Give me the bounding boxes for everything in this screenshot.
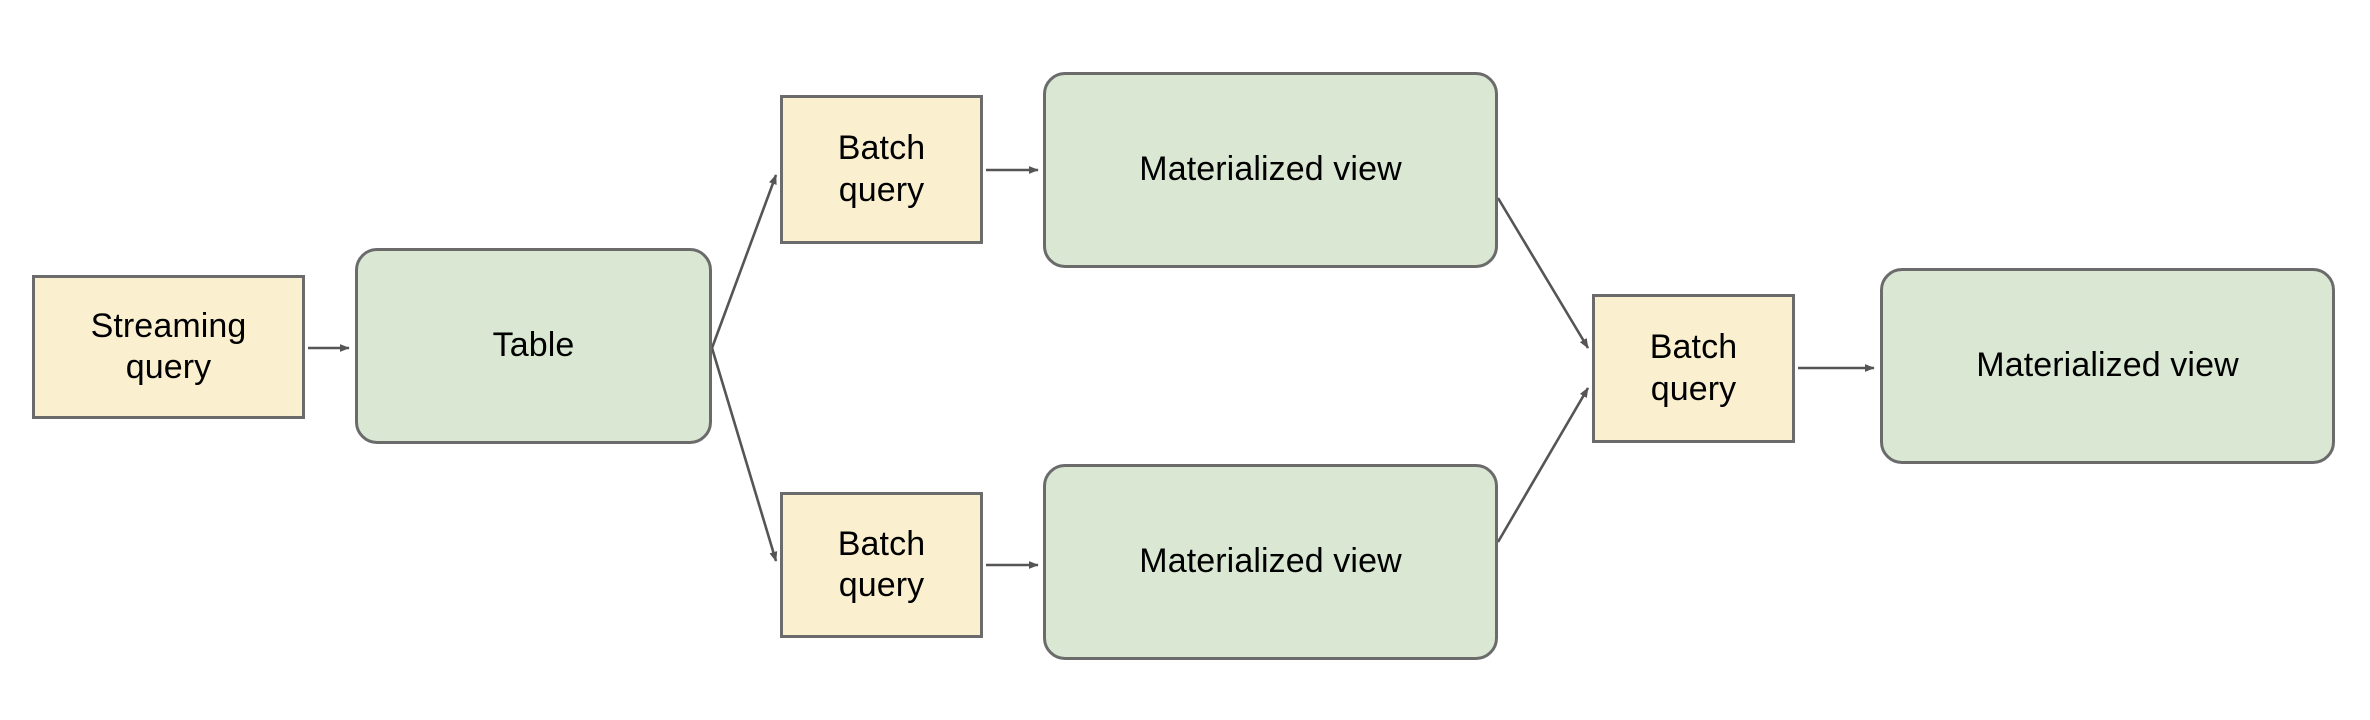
node-label: Materialized view xyxy=(1139,150,1402,189)
node-label: Batch query xyxy=(837,524,926,604)
node-batch-query-bottom[interactable]: Batch query xyxy=(780,492,983,638)
node-materialized-view-final[interactable]: Materialized view xyxy=(1880,268,2335,464)
node-label: Batch query xyxy=(837,129,926,209)
edge-mv-bottom-to-merge xyxy=(1496,387,1590,543)
node-label: Materialized view xyxy=(1976,346,2239,385)
node-batch-query-top[interactable]: Batch query xyxy=(780,95,983,244)
edge-table-to-batch-bottom xyxy=(710,347,778,562)
node-table[interactable]: Table xyxy=(355,248,712,444)
edge-table-to-batch-top xyxy=(710,174,778,349)
node-label: Table xyxy=(492,326,575,365)
node-batch-query-merge[interactable]: Batch query xyxy=(1592,294,1795,443)
node-label: Streaming query xyxy=(90,306,247,386)
node-label: Batch query xyxy=(1649,328,1738,408)
node-materialized-view-bottom[interactable]: Materialized view xyxy=(1043,464,1498,660)
node-materialized-view-top[interactable]: Materialized view xyxy=(1043,72,1498,268)
edge-mv-top-to-merge xyxy=(1496,197,1590,349)
node-streaming-query[interactable]: Streaming query xyxy=(32,275,305,419)
node-label: Materialized view xyxy=(1139,542,1402,581)
